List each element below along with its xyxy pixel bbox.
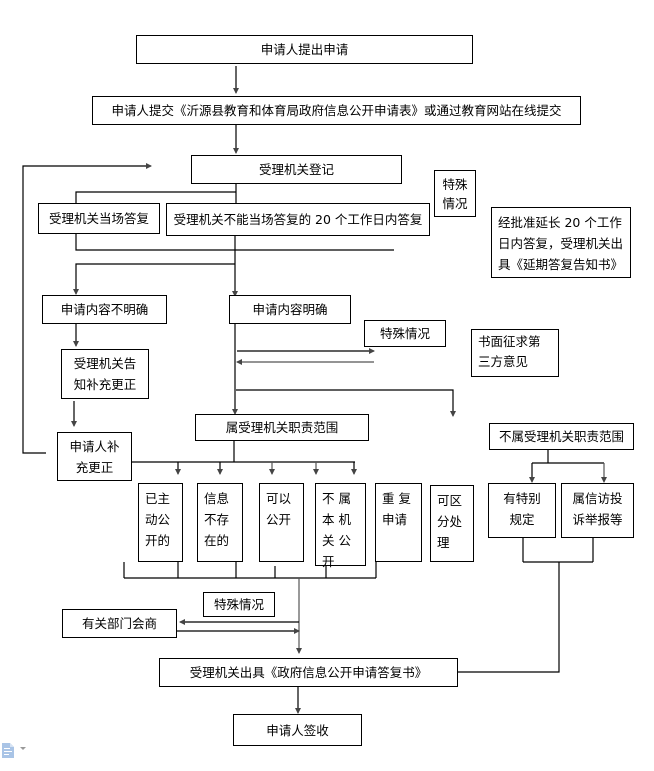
node-disclosed: 已主 动公 开的: [138, 483, 183, 562]
node-separable: 可区 分处 理: [430, 485, 474, 562]
node-can-disclose: 可以 公开: [259, 483, 304, 562]
node-extend: 经批准延长 20 个工作 日内答复，受理机关出 具《延期答复告知书》: [491, 207, 631, 278]
node-special-situation-3: 特殊情况: [203, 592, 275, 617]
node-submit: 申请人提交《沂源县教育和体育局政府信息公开申请表》或通过教育网站在线提交: [92, 96, 581, 125]
node-petition: 属信访投 诉举报等: [561, 483, 634, 538]
node-special-situation-1: 特殊 情况: [434, 170, 476, 217]
dropdown-caret-icon[interactable]: [20, 747, 26, 750]
document-icon[interactable]: [2, 743, 14, 758]
node-notify-correct: 受理机关告 知补充更正: [61, 349, 149, 399]
node-not-agency: 不 属 本 机 关 公 开: [315, 483, 366, 569]
node-not-exist: 信息 不存 在的: [197, 483, 243, 562]
node-applicant-correct: 申请人补 充更正: [57, 432, 132, 481]
node-repeat: 重 复 申请: [375, 483, 422, 562]
node-out-scope: 不属受理机关职责范围: [489, 423, 634, 450]
node-third-party: 书面征求第 三方意见: [471, 329, 559, 377]
node-in-scope: 属受理机关职责范围: [195, 414, 369, 441]
node-register: 受理机关登记: [191, 155, 402, 184]
node-clear: 申请内容明确: [229, 295, 351, 324]
node-apply: 申请人提出申请: [136, 35, 473, 64]
node-reply-20days: 受理机关不能当场答复的 20 个工作日内答复: [166, 203, 430, 236]
node-consult: 有关部门会商: [62, 609, 177, 638]
node-sign: 申请人签收: [233, 714, 362, 746]
node-special-situation-2: 特殊情况: [364, 320, 446, 347]
node-reply-onsite: 受理机关当场答复: [38, 203, 160, 234]
node-special-rule: 有特别 规定: [488, 483, 556, 538]
node-unclear: 申请内容不明确: [42, 295, 167, 324]
node-issue-reply: 受理机关出具《政府信息公开申请答复书》: [159, 658, 458, 687]
